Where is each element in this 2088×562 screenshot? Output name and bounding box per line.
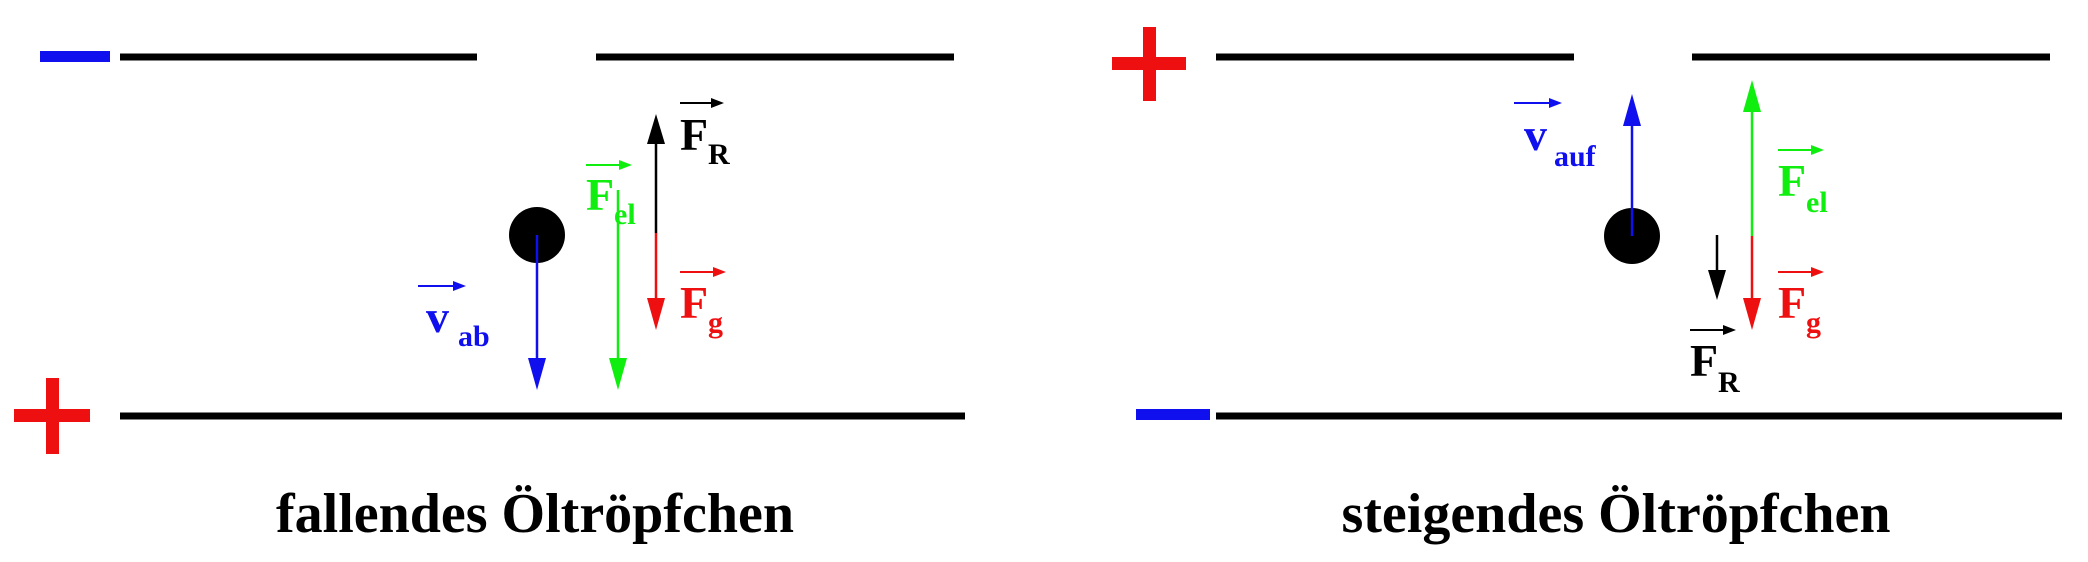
electric-force-letter: F xyxy=(1778,155,1806,206)
velocity-arrow xyxy=(1623,94,1641,236)
gravity-subscript: g xyxy=(708,306,723,339)
electric-force-arrow xyxy=(609,190,627,390)
friction-letter: F xyxy=(1690,335,1718,386)
gravity-letter: F xyxy=(1778,277,1806,328)
friction-arrow xyxy=(647,114,665,233)
gravity-subscript: g xyxy=(1806,306,1821,339)
gravity-arrow xyxy=(647,233,665,330)
minus-sign xyxy=(1136,409,1210,420)
electric-force-arrow xyxy=(1743,80,1761,236)
velocity-subscript: auf xyxy=(1554,140,1597,173)
panel-falling: v ab F el F R xyxy=(14,51,965,545)
electric-force-letter: F xyxy=(586,169,614,220)
velocity-label: v auf xyxy=(1514,98,1597,173)
plus-sign xyxy=(1112,27,1186,101)
electric-force-subscript: el xyxy=(614,198,636,231)
electric-force-subscript: el xyxy=(1806,186,1828,219)
velocity-arrow xyxy=(528,235,546,390)
gravity-arrow xyxy=(1743,236,1761,330)
gravity-label: F g xyxy=(680,267,726,339)
plus-sign xyxy=(14,378,90,454)
velocity-letter: v xyxy=(1524,109,1547,160)
electric-force-label: F el xyxy=(1778,145,1828,219)
friction-label: F R xyxy=(1690,325,1740,399)
caption-rising: steigendes Öltröpfchen xyxy=(1341,483,1890,545)
velocity-label: v ab xyxy=(418,281,490,353)
minus-sign xyxy=(40,51,110,62)
electric-force-label: F el xyxy=(586,160,636,231)
gravity-letter: F xyxy=(680,277,708,328)
friction-subscript: R xyxy=(1718,366,1740,399)
velocity-letter: v xyxy=(426,291,449,342)
friction-subscript: R xyxy=(708,138,730,171)
friction-letter: F xyxy=(680,109,708,160)
friction-label: F R xyxy=(680,98,730,171)
caption-falling: fallendes Öltröpfchen xyxy=(276,483,794,545)
gravity-label: F g xyxy=(1778,267,1824,339)
panel-rising: v auf F R F el xyxy=(1112,27,2062,545)
velocity-subscript: ab xyxy=(458,320,490,353)
friction-arrow xyxy=(1708,235,1726,300)
